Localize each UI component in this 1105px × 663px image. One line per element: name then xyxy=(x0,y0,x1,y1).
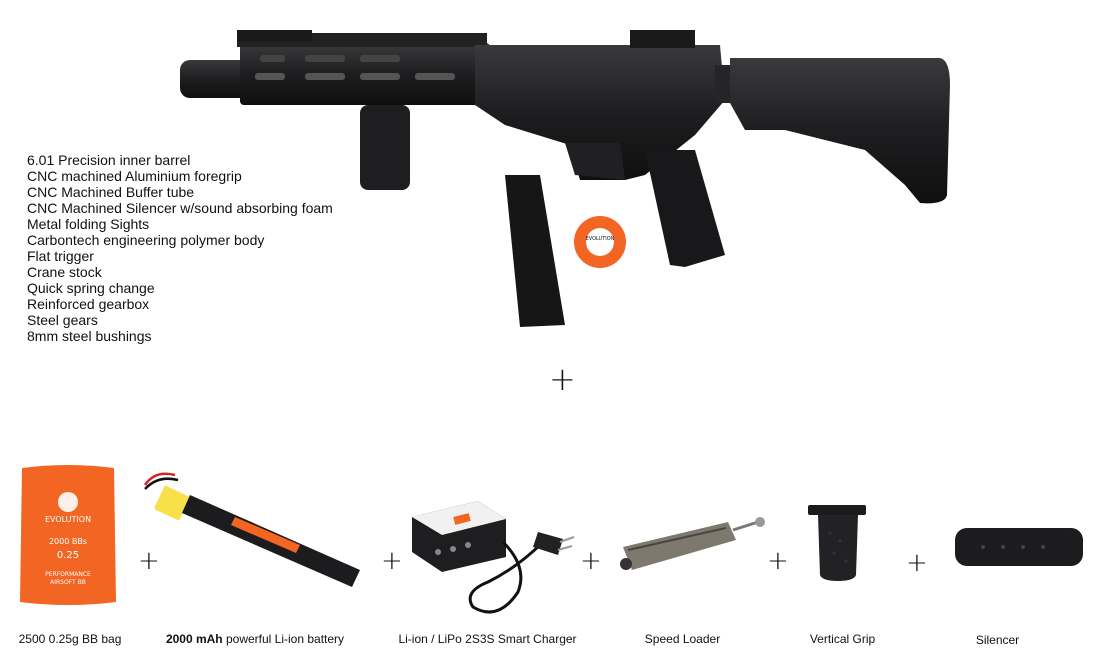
feature-item: Reinforced gearbox xyxy=(27,296,150,312)
bb-bag-image: EVOLUTION 2000 BBs 0.25 PERFORMANCE AIRS… xyxy=(20,465,116,605)
bb-bag-weight: 0.25 xyxy=(57,550,79,561)
bb-bag-line1: PERFORMANCE xyxy=(45,571,91,578)
vertical-grip-image xyxy=(808,505,866,581)
feature-item: CNC Machined Silencer w/sound absorbing … xyxy=(27,200,333,216)
feature-item: 8mm steel bushings xyxy=(27,328,152,344)
plus-sign: + xyxy=(580,546,602,576)
speed-loader-image xyxy=(620,517,765,570)
bb-bag-brand: EVOLUTION xyxy=(45,515,91,524)
main-plus-sign: + xyxy=(549,360,576,398)
feature-item: Carbontech engineering polymer body xyxy=(27,232,265,248)
feature-item: Steel gears xyxy=(27,312,98,328)
feature-item: Flat trigger xyxy=(27,248,94,264)
plus-sign: + xyxy=(767,546,789,576)
feature-item: 6.01 Precision inner barrel xyxy=(27,152,191,168)
caption-battery-rest: powerful Li-ion battery xyxy=(222,632,345,646)
bb-bag-count: 2000 BBs xyxy=(49,537,87,546)
feature-item: Quick spring change xyxy=(27,280,155,296)
rifle-image: EVOLUTION xyxy=(180,30,950,327)
tag-brand: EVOLUTION xyxy=(586,236,615,242)
caption-speed-loader: Speed Loader xyxy=(644,632,721,646)
plus-sign: + xyxy=(906,548,928,578)
caption-charger: Li-ion / LiPo 2S3S Smart Charger xyxy=(398,632,577,646)
plus-sign: + xyxy=(381,546,403,576)
caption-bb-bag: 2500 0.25g BB bag xyxy=(18,632,122,646)
feature-item: Metal folding Sights xyxy=(27,216,150,232)
charger-image xyxy=(412,501,575,614)
battery-image xyxy=(143,472,360,587)
feature-item: Crane stock xyxy=(27,264,102,280)
feature-item: CNC machined Aluminium foregrip xyxy=(27,168,242,184)
caption-battery: 2000 mAh powerful Li-ion battery xyxy=(155,632,355,646)
feature-item: CNC Machined Buffer tube xyxy=(27,184,195,200)
feature-list: 6.01 Precision inner barrel CNC machined… xyxy=(27,152,333,344)
silencer-image xyxy=(955,528,1083,566)
plus-sign: + xyxy=(138,546,160,576)
caption-battery-strong: 2000 mAh xyxy=(165,632,223,646)
caption-silencer: Silencer xyxy=(975,633,1020,647)
bb-bag-line2: AIRSOFT BB xyxy=(50,579,86,586)
caption-vertical-grip: Vertical Grip xyxy=(809,632,876,646)
